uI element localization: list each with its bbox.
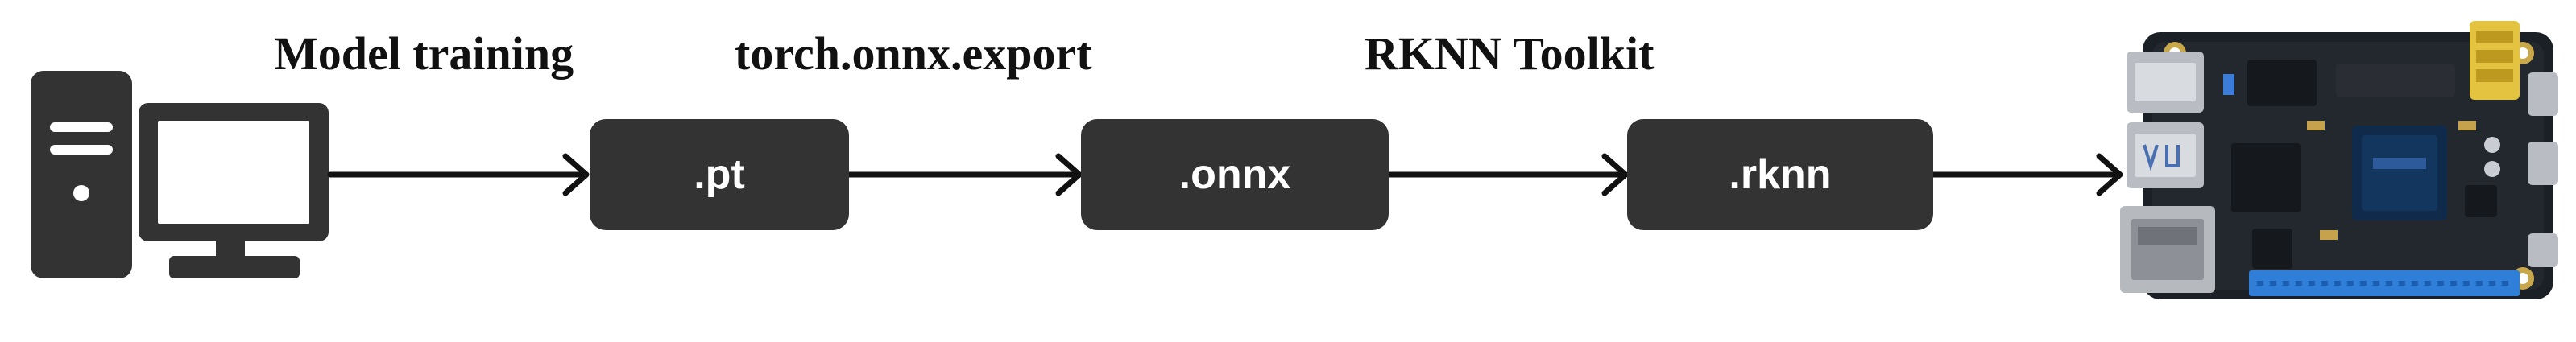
step-label-model-training: Model training — [274, 27, 574, 80]
node-rknn: .rknn — [1627, 119, 1933, 230]
arrow-connectors — [327, 153, 2123, 196]
node-rknn-label: .rknn — [1729, 151, 1832, 198]
arrowhead-rknn — [1601, 153, 1629, 196]
arrowhead-onnx — [1055, 153, 1083, 196]
node-pt: .pt — [590, 119, 849, 230]
node-pt-label: .pt — [694, 151, 745, 198]
node-onnx: .onnx — [1081, 119, 1389, 230]
desktop-computer-icon — [31, 71, 329, 278]
node-onnx-label: .onnx — [1178, 151, 1291, 198]
step-label-rknn-toolkit: RKNN Toolkit — [1365, 27, 1655, 80]
step-label-torch-onnx-export: torch.onnx.export — [735, 27, 1092, 80]
arrowhead-pt — [562, 153, 590, 196]
single-board-computer-icon — [2120, 21, 2558, 299]
arrowhead-board — [2096, 153, 2123, 196]
